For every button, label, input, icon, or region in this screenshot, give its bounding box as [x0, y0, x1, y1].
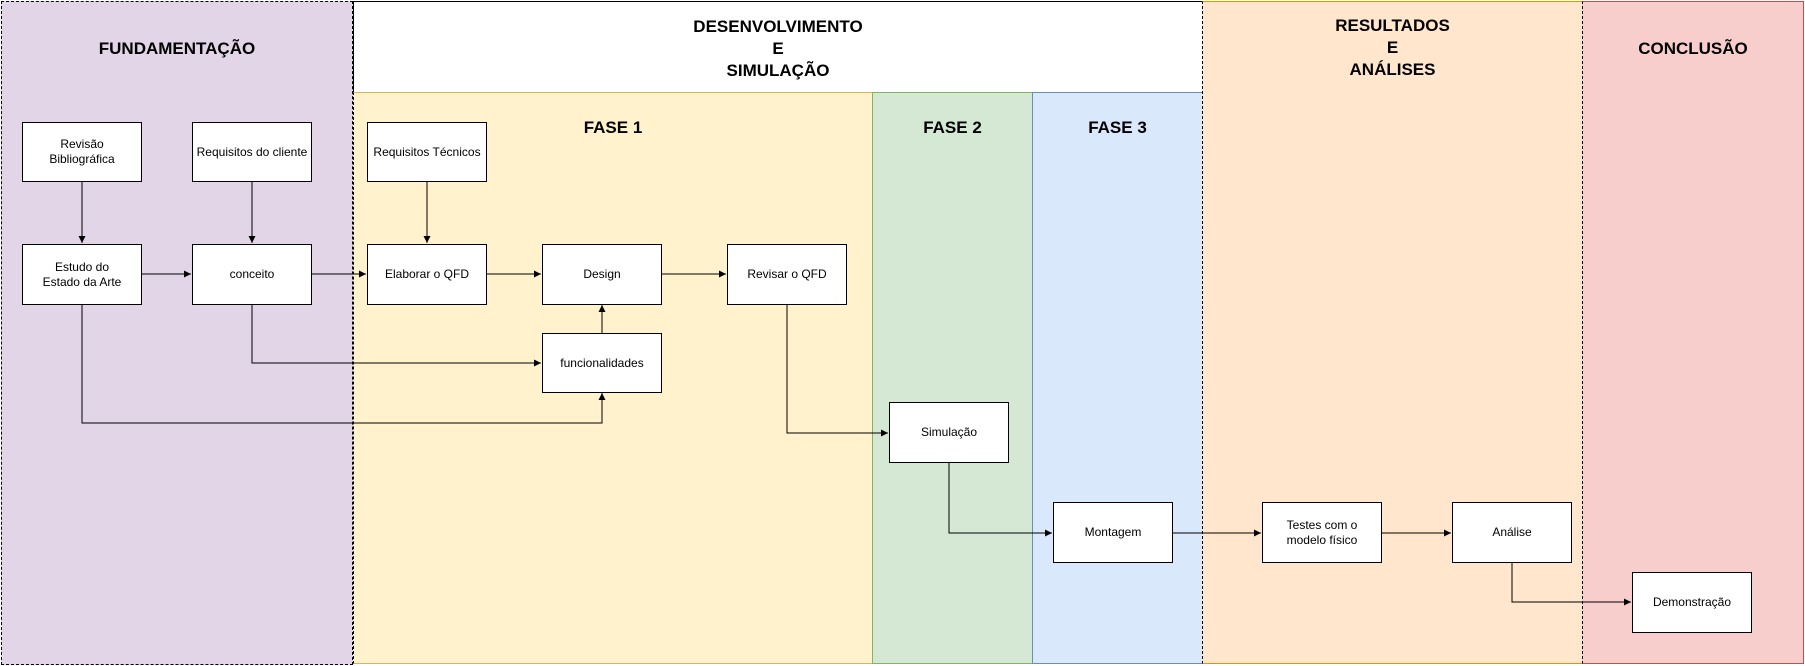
lane-desenvolvimento: DESENVOLVIMENTO E SIMULAÇÃO	[353, 1, 1203, 93]
node-testes-modelo-fisico: Testes com o modelo físico	[1262, 502, 1382, 563]
lane-fase2: FASE 2	[872, 92, 1033, 664]
node-revisar-qfd: Revisar o QFD	[727, 244, 847, 305]
lane-title-resultados: RESULTADOS E ANÁLISES	[1335, 16, 1450, 79]
edge-revisar-to-simulacao	[786, 305, 888, 437]
edge-simulacao-to-montagem	[948, 463, 1052, 537]
node-analise: Análise	[1452, 502, 1572, 563]
node-requisitos-tecnicos: Requisitos Técnicos	[367, 122, 487, 182]
node-revisao-bibliografica: Revisão Bibliográfica	[22, 122, 142, 182]
lane-title-conclusao: CONCLUSÃO	[1638, 39, 1748, 58]
lane-title-fase1: FASE 1	[583, 118, 643, 137]
lane-title-fundamentacao: FUNDAMENTAÇÃO	[98, 39, 256, 58]
node-montagem: Montagem	[1053, 502, 1173, 563]
node-demonstracao: Demonstração	[1632, 572, 1752, 633]
node-design: Design	[542, 244, 662, 305]
node-estado-da-arte: Estudo do Estado da Arte	[22, 244, 142, 305]
lane-title-fase3: FASE 3	[1088, 118, 1147, 137]
lane-conclusao: CONCLUSÃO	[1582, 1, 1804, 664]
lane-fase3: FASE 3	[1032, 92, 1203, 664]
node-simulacao: Simulação	[889, 402, 1009, 463]
node-requisitos-cliente: Requisitos do cliente	[192, 122, 312, 182]
lane-fundamentacao: FUNDAMENTAÇÃO	[1, 1, 353, 665]
edge-analise-to-demonstracao	[1511, 563, 1631, 606]
node-funcionalidades: funcionalidades	[542, 333, 662, 393]
lane-title-desenvolvimento: DESENVOLVIMENTO E SIMULAÇÃO	[693, 17, 863, 80]
edge-estado-to-funcionalidades	[81, 305, 606, 424]
edge-conceito-to-funcionalidades	[251, 305, 541, 367]
node-conceito: conceito	[192, 244, 312, 305]
node-elaborar-qfd: Elaborar o QFD	[367, 244, 487, 305]
lane-title-fase2: FASE 2	[923, 118, 982, 137]
